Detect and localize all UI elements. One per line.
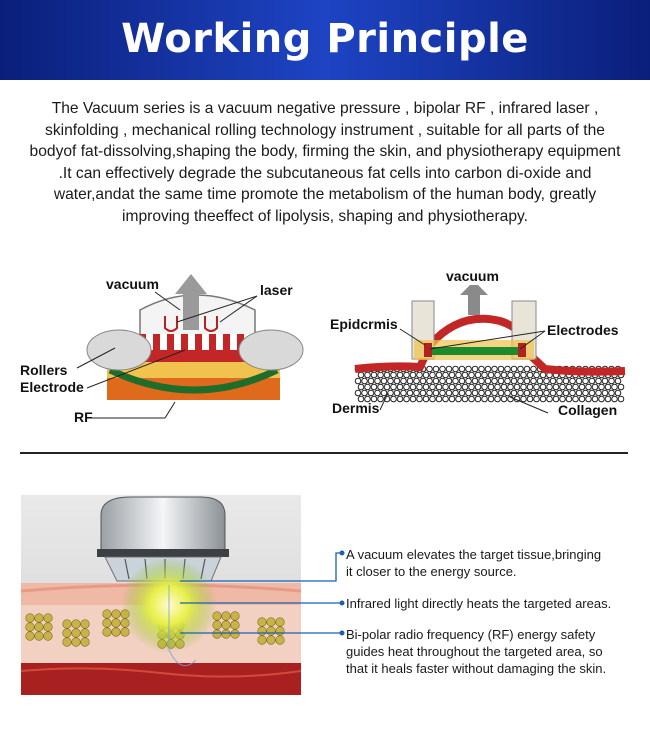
label-laser: laser [260,282,293,298]
electrode-bar [133,350,261,362]
callout-connectors [180,550,345,636]
skin-layer-diagram [354,285,626,414]
label-vacuum-right: vacuum [446,268,499,284]
callout-vacuum: A vacuum elevates the target tissue,brin… [346,546,601,580]
device-cross-section-diagram [76,274,304,419]
callout-vacuum-line-1: A vacuum elevates the target tissue,brin… [346,547,602,562]
rf-field-curve [108,366,279,394]
rf-green-band [430,347,522,355]
label-electrodes: Electrodes [547,322,619,338]
intro-paragraph: The Vacuum series is a vacuum negative p… [29,100,621,225]
callout-rf-line-3: that it heals faster without damaging th… [346,661,607,676]
vacuum-arrow-icon [175,274,207,330]
label-rollers: Rollers [20,362,68,378]
label-vacuum-left: vacuum [106,276,159,292]
callout-rf-line-1: Bi-polar radio frequency (RF) energy saf… [346,627,596,642]
roller-right [238,329,304,371]
laser-emitter-icon [164,316,218,332]
treatment-illustration [21,495,301,695]
label-epidermis: Epidcrmis [330,316,398,332]
callout-infrared: Infrared light directly heats the target… [346,595,611,612]
callout-infrared-line-1: Infrared light directly heats the target… [346,596,612,611]
device-head [100,496,226,556]
title-banner: Working Principle [0,0,650,80]
epidermis-layer [354,314,626,376]
electrode-teeth [139,334,244,352]
callout-rf: Bi-polar radio frequency (RF) energy saf… [346,626,606,677]
label-collagen: Collagen [558,402,618,418]
callout-vacuum-line-2: it closer to the energy source. [346,564,517,579]
label-rf: RF [74,409,93,425]
vacuum-arrow-icon [460,285,488,315]
label-electrode: Electrode [20,379,84,395]
callout-rf-line-2: guides heat throughout the targeted area… [346,644,603,659]
roller-left [86,329,152,371]
label-dermis: Dermis [332,400,380,416]
section-divider [20,452,628,454]
page-title: Working Principle [121,16,529,62]
